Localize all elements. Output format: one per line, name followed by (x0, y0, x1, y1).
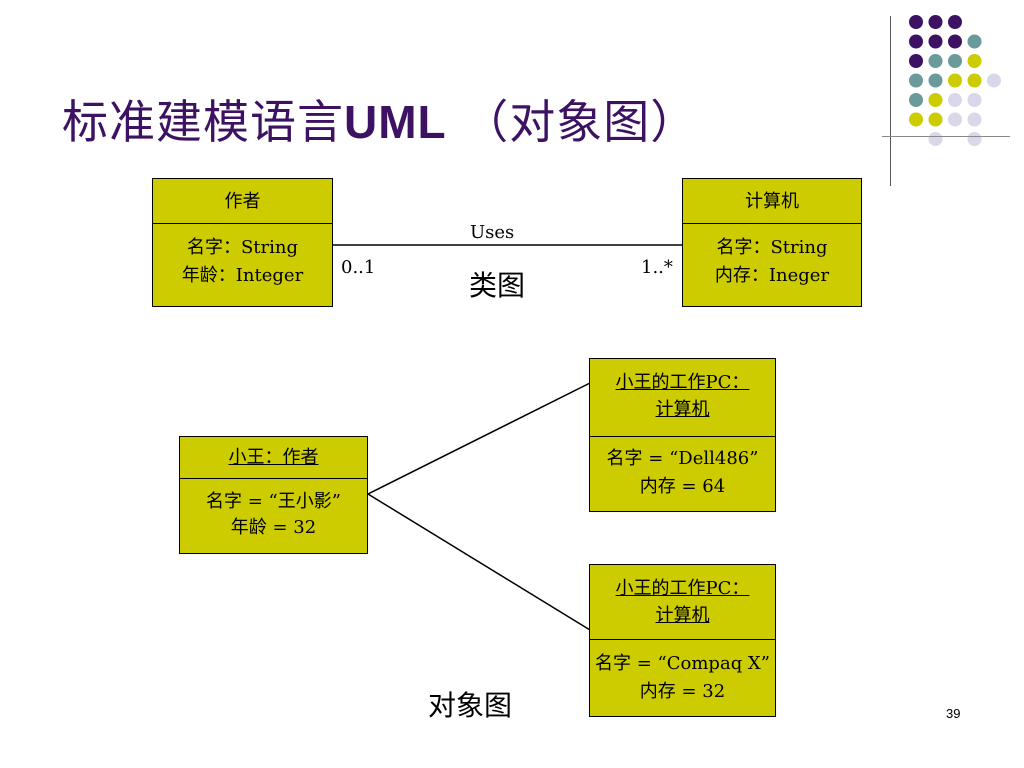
pc-object-2-attr-memory: 内存 = 32 (639, 681, 726, 702)
pc-object-1-name-line2: 计算机 (655, 399, 710, 420)
pc-object-2-header: 小王的工作PC： 计算机 (590, 565, 775, 640)
decorative-dot (948, 112, 962, 127)
decorative-dot (909, 112, 923, 127)
pc-object-1-header: 小王的工作PC： 计算机 (590, 359, 775, 437)
decorative-dot (987, 73, 1001, 88)
decorative-dot (909, 54, 923, 68)
decorative-dot (909, 93, 923, 107)
decorative-dot (967, 93, 982, 107)
author-class-attr-age: 年龄：Integer (181, 265, 304, 286)
pc-object-1-attributes: 名字 = “Dell486” 内存 = 64 (590, 437, 775, 501)
decorative-dot (928, 15, 943, 29)
decorative-dot-grid (909, 15, 1001, 146)
pc-object-1-attr-memory: 内存 = 64 (639, 476, 726, 497)
decorative-dot (948, 34, 962, 49)
decorative-dot (967, 112, 982, 127)
decorative-dot (967, 34, 982, 49)
title-uml: UML (344, 96, 447, 148)
computer-class-attr-name: 名字：String (716, 237, 828, 258)
decorative-dot (928, 34, 943, 49)
pc-object-2-name-line2: 计算机 (655, 605, 710, 626)
decorative-dot (909, 73, 923, 88)
pc-object-2-attributes: 名字 = “Compaq X” 内存 = 32 (590, 640, 775, 706)
computer-class-name: 计算机 (683, 179, 861, 224)
pc-object-2-attr-name: 名字 = “Compaq X” (595, 653, 770, 674)
decorative-dot (967, 54, 982, 68)
left-multiplicity: 0..1 (341, 257, 376, 278)
title-suffix: （对象图） (446, 95, 698, 149)
link-line-to-pc2 (367, 493, 591, 631)
decorative-dot (948, 73, 962, 88)
decorative-dot (948, 54, 962, 68)
author-class-attributes: 名字：String 年龄：Integer (153, 224, 332, 290)
link-line-to-pc1 (367, 382, 591, 495)
decorative-dot (967, 73, 982, 88)
pc-object-1-attr-name: 名字 = “Dell486” (606, 448, 759, 469)
decorative-dot (928, 73, 943, 88)
decorative-dot (909, 34, 923, 49)
author-class-name: 作者 (153, 179, 332, 224)
author-object-attr-age: 年龄 = 32 (230, 517, 317, 538)
right-multiplicity: 1..* (641, 257, 673, 278)
author-object-attr-name: 名字 = “王小影” (206, 491, 341, 512)
decorative-dot (909, 15, 923, 29)
author-object-attributes: 名字 = “王小影” 年龄 = 32 (180, 479, 367, 541)
computer-class-attr-memory: 内存：Ineger (714, 265, 830, 286)
page-number: 39 (946, 706, 961, 721)
decorative-horizontal-rule (882, 136, 1010, 137)
decorative-vertical-rule (890, 16, 891, 186)
author-class-box: 作者 名字：String 年龄：Integer (152, 178, 333, 307)
association-label: Uses (470, 222, 515, 243)
decorative-dot (967, 132, 982, 146)
decorative-dot (948, 15, 962, 29)
pc-object-1-box: 小王的工作PC： 计算机 名字 = “Dell486” 内存 = 64 (589, 358, 776, 512)
pc-object-2-box: 小王的工作PC： 计算机 名字 = “Compaq X” 内存 = 32 (589, 564, 776, 717)
computer-class-attributes: 名字：String 内存：Ineger (683, 224, 861, 290)
decorative-dot (948, 93, 962, 107)
decorative-dot (928, 93, 943, 107)
decorative-dot (928, 132, 943, 146)
object-diagram-caption: 对象图 (428, 689, 513, 722)
decorative-dot (928, 54, 943, 68)
pc-object-2-name-line1: 小王的工作PC： (615, 578, 750, 599)
author-object-header: 小王：作者 (180, 437, 367, 479)
class-diagram-caption: 类图 (469, 269, 526, 302)
decorative-dot (928, 112, 943, 127)
author-object-box: 小王：作者 名字 = “王小影” 年龄 = 32 (179, 436, 368, 554)
author-object-name: 小王：作者 (228, 447, 319, 468)
author-class-attr-name: 名字：String (186, 237, 299, 258)
slide-title: 标准建模语言UML （对象图） (62, 86, 697, 152)
pc-object-1-name-line1: 小王的工作PC： (615, 372, 750, 393)
computer-class-box: 计算机 名字：String 内存：Ineger (682, 178, 862, 307)
title-chinese: 标准建模语言 (62, 95, 344, 149)
